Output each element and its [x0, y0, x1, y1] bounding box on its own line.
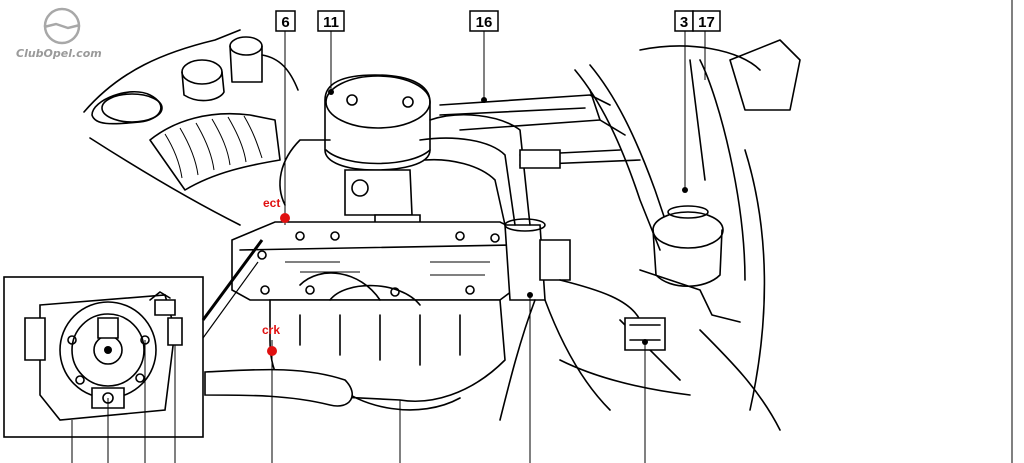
inset-distributor-body: [24, 291, 183, 421]
crk-marker-dot: [267, 346, 277, 356]
ect-marker-label: ect: [263, 196, 280, 210]
callout-6-label: 6: [281, 14, 289, 31]
callout-6: 6: [275, 10, 296, 32]
marker-crk: crk: [262, 323, 280, 356]
opel-logo-icon: [43, 7, 81, 45]
callout-17-label: 17: [698, 14, 715, 31]
callout-16: 16: [469, 10, 499, 32]
callout-17: 17: [692, 10, 721, 32]
crk-marker-label: crk: [262, 323, 280, 337]
marker-ect: ect: [263, 196, 290, 223]
engine-line-art: [83, 29, 801, 431]
callout-11: 11: [317, 10, 345, 32]
callout-leaders: [271, 30, 706, 463]
ect-marker-dot: [280, 213, 290, 223]
logo-text: ClubOpel.com: [16, 47, 102, 60]
callout-3: 3: [674, 10, 694, 32]
callout-16-label: 16: [476, 14, 493, 31]
distributor-inset: [3, 239, 264, 463]
callout-11-label: 11: [323, 14, 339, 31]
callout-3-label: 3: [680, 14, 688, 31]
opel-logo: ClubOpel.com: [16, 7, 102, 60]
